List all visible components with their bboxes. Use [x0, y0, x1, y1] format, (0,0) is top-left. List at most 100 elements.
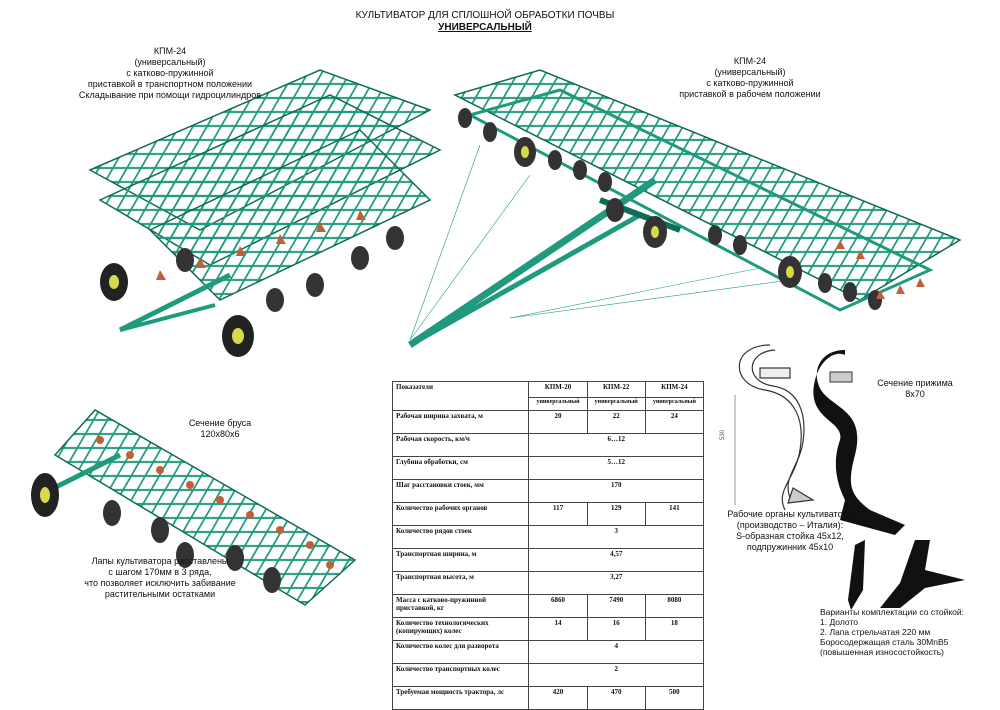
- machine-illustrations: 530: [31, 69, 965, 610]
- caption-line: Лапы культиватора расставлены: [91, 556, 229, 566]
- spec-row-label: Рабочая скорость, км/ч: [391, 433, 530, 457]
- spec-row-value: 170: [528, 479, 704, 503]
- beam-section-caption: Сечение бруса 120х80х6: [160, 418, 280, 440]
- working-bodies-caption: Рабочие органы культиватора (производств…: [715, 509, 865, 553]
- spec-row-value: 6860: [528, 594, 588, 618]
- spec-row-value: 3: [528, 525, 704, 549]
- working-caption: КПМ-24 (универсальный) с катково-пружинн…: [660, 56, 840, 100]
- spec-row-value: 470: [586, 686, 646, 710]
- transport-caption: КПМ-24 (универсальный) с катково-пружинн…: [60, 46, 280, 101]
- spec-row-value: 22: [586, 410, 646, 434]
- spec-row-value: 4,57: [528, 548, 704, 572]
- caption-line: что позволяет исключить забивание: [84, 578, 236, 588]
- caption-line: приставкой в рабочем положении: [679, 89, 821, 99]
- caption-line: приставкой в транспортном положении: [87, 79, 253, 89]
- working-cultivator-drawing: [408, 69, 962, 348]
- spec-row-value: 5…12: [528, 456, 704, 480]
- caption-line: Рабочие органы культиватора: [727, 509, 853, 519]
- spec-model-header: КПМ-22: [586, 381, 646, 398]
- title-line-2: УНИВЕРСАЛЬНЫЙ: [438, 22, 532, 33]
- caption-line: Варианты комплектации со стойкой:: [820, 607, 965, 617]
- spec-model-type: универсальный: [528, 397, 588, 411]
- chisel-drawing: [848, 540, 865, 610]
- spec-model-header: КПМ-24: [644, 381, 705, 398]
- spec-header-row: Показатели КПМ-20 КПМ-22 КПМ-24: [391, 381, 705, 411]
- spec-row-value: 16: [586, 617, 646, 641]
- caption-line: Боросодержащая сталь 30MnB5: [820, 637, 949, 647]
- caption-line: Сечение прижима: [877, 378, 953, 388]
- spec-row-value: 8080: [644, 594, 705, 618]
- caption-line: с катково-пружинной: [126, 68, 214, 78]
- spec-row-value: 14: [528, 617, 588, 641]
- spec-row-value: 20: [528, 410, 588, 434]
- spec-param-header: Показатели: [391, 381, 530, 411]
- s-tine-drawing: [734, 344, 815, 511]
- spec-model-header: КПМ-20: [528, 381, 588, 398]
- caption-line: 8х70: [905, 389, 925, 399]
- clamp-section-caption: Сечение прижима 8х70: [860, 378, 970, 400]
- beam-section-drawing: [31, 409, 357, 606]
- spec-row: Масса с катково-пружинной приставкой, кг…: [391, 594, 705, 618]
- spec-row-value: 500: [644, 686, 705, 710]
- caption-line: подпружинник 45х10: [746, 542, 834, 552]
- spec-row-value: 24: [644, 410, 705, 434]
- dimension-label: 530: [720, 429, 726, 440]
- tine-spacing-caption: Лапы культиватора расставлены с шагом 17…: [70, 556, 250, 600]
- folded-cultivator-drawing: [88, 69, 442, 357]
- caption-line: 2. Лапа стрельчатая 220 мм: [820, 627, 931, 637]
- caption-line: 120х80х6: [200, 429, 240, 439]
- caption-line: КПМ-24: [153, 46, 187, 56]
- spec-row-label: Количество рабочих органов: [391, 502, 530, 526]
- caption-line: (универсальный): [714, 67, 786, 77]
- spec-row-label: Количество колес для разворота: [391, 640, 530, 664]
- page-title: КУЛЬТИВАТОР ДЛЯ СПЛОШНОЙ ОБРАБОТКИ ПОЧВЫ…: [330, 10, 640, 34]
- caption-line: (универсальный): [134, 57, 206, 67]
- caption-line: 1. Долото: [820, 617, 858, 627]
- clamp-shank-drawing: [813, 350, 905, 535]
- spec-table: Показатели КПМ-20 КПМ-22 КПМ-24 универса…: [391, 381, 705, 710]
- caption-line: Складывание при помощи гидроцилиндров: [78, 90, 262, 100]
- spec-row-label: Глубина обработки, см: [391, 456, 530, 480]
- spec-row: Количество технологических (копирующих) …: [391, 617, 705, 641]
- spec-row-label: Количество рядов стоек: [391, 525, 530, 549]
- spec-row-value: 117: [528, 502, 588, 526]
- spec-subheader-row: универсальный универсальный универсальны…: [393, 397, 705, 411]
- spec-model-type: универсальный: [644, 397, 705, 411]
- spec-row-label: Транспортная ширина, м: [391, 548, 530, 572]
- caption-line: Сечение бруса: [188, 418, 252, 428]
- spec-row-value: 3,27: [528, 571, 704, 595]
- spec-row-label: Рабочая ширина захвата, м: [391, 410, 530, 434]
- spec-row-label: Количество технологических (копирующих) …: [391, 617, 530, 641]
- title-line-1: КУЛЬТИВАТОР ДЛЯ СПЛОШНОЙ ОБРАБОТКИ ПОЧВЫ: [355, 10, 615, 21]
- spec-row-value: 18: [644, 617, 705, 641]
- spec-row-value: 7490: [586, 594, 646, 618]
- caption-line: с шагом 170мм в 3 ряда,: [108, 567, 212, 577]
- caption-line: растительными остатками: [104, 589, 216, 599]
- spec-row-label: Шаг расстановки стоек, мм: [391, 479, 530, 503]
- spec-row-value: 4: [528, 640, 704, 664]
- caption-line: КПМ-24: [733, 56, 767, 66]
- spec-row-label: Требуемая мощность трактора, лс: [391, 686, 530, 710]
- spec-row-value: 141: [644, 502, 705, 526]
- sweep-drawing: [880, 540, 965, 608]
- spec-row-label: Масса с катково-пружинной приставкой, кг: [391, 594, 530, 618]
- variants-caption: Варианты комплектации со стойкой: 1. Дол…: [820, 607, 995, 657]
- spec-row-value: 420: [528, 686, 588, 710]
- spec-row-value: 129: [586, 502, 646, 526]
- spec-model-type: универсальный: [586, 397, 646, 411]
- caption-line: (производство – Италия):: [736, 520, 844, 530]
- spec-row-value: 6…12: [528, 433, 704, 457]
- spec-row-label: Транспортная высота, м: [391, 571, 530, 595]
- caption-line: (повышенная износостойкость): [820, 647, 945, 657]
- caption-line: S-образная стойка 45х12,: [736, 531, 844, 541]
- caption-line: с катково-пружинной: [706, 78, 794, 88]
